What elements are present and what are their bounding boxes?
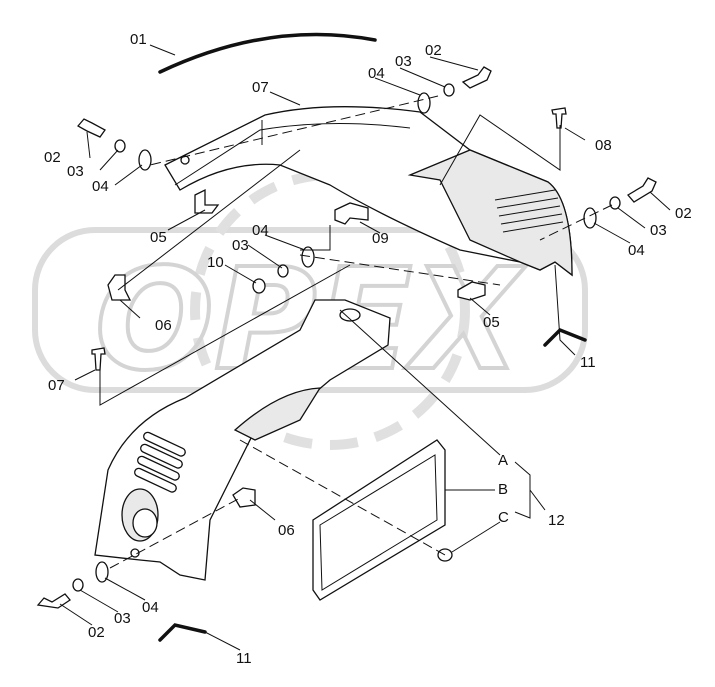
grommet-C bbox=[437, 548, 453, 562]
fastener-set-top bbox=[417, 66, 492, 114]
hose-11-right bbox=[543, 327, 587, 347]
callout-A: A bbox=[498, 452, 508, 469]
callout-02-bottom: 02 bbox=[88, 624, 105, 641]
bracket-09 bbox=[334, 202, 369, 225]
bracket-05-upper bbox=[194, 188, 220, 214]
lock-washer-03 bbox=[277, 264, 289, 278]
callout-05-upper: 05 bbox=[150, 229, 167, 246]
pin-08 bbox=[551, 107, 567, 129]
hose-11-left bbox=[158, 623, 207, 642]
callout-02-left: 02 bbox=[44, 149, 61, 166]
fastener-set-mid bbox=[252, 246, 315, 294]
callout-05-lower: 05 bbox=[483, 314, 500, 331]
callout-09: 09 bbox=[372, 230, 389, 247]
washer-04 bbox=[417, 92, 431, 114]
callout-07-top: 07 bbox=[252, 79, 269, 96]
callout-02-top: 02 bbox=[425, 42, 442, 59]
callout-03-left: 03 bbox=[67, 163, 84, 180]
callout-11-left: 11 bbox=[236, 650, 252, 667]
callout-07-lower: 07 bbox=[48, 377, 65, 394]
callout-06-lower: 06 bbox=[278, 522, 295, 539]
callout-04-mid: 04 bbox=[252, 222, 269, 239]
callout-03-top: 03 bbox=[395, 53, 412, 70]
fastener-set-left bbox=[76, 118, 152, 171]
bolt-02 bbox=[36, 593, 71, 609]
lock-washer-03 bbox=[72, 578, 84, 592]
callout-12: 12 bbox=[548, 512, 565, 529]
washer-04 bbox=[138, 149, 152, 171]
lock-washer-03 bbox=[609, 196, 621, 210]
callout-C: C bbox=[498, 509, 509, 526]
callout-06-upper: 06 bbox=[155, 317, 172, 334]
callout-03-right: 03 bbox=[650, 222, 667, 239]
bolt-02 bbox=[76, 118, 106, 138]
bolt-02 bbox=[627, 177, 657, 203]
vent-slots-upper bbox=[494, 189, 564, 233]
callout-03-bottom: 03 bbox=[114, 610, 131, 627]
callout-04-right: 04 bbox=[628, 242, 645, 259]
bracket-06-upper bbox=[107, 274, 132, 301]
nut-10 bbox=[252, 278, 266, 294]
lock-washer-03 bbox=[114, 139, 126, 153]
window-assembly-12 bbox=[312, 439, 446, 601]
callout-B: B bbox=[498, 481, 508, 498]
callout-08: 08 bbox=[595, 137, 612, 154]
lock-washer-03 bbox=[443, 83, 455, 97]
washer-04 bbox=[95, 561, 109, 583]
fastener-set-right bbox=[583, 177, 657, 229]
vent-slots-lower bbox=[134, 431, 186, 493]
callouts: 01 07 02 03 04 08 02 03 04 02 03 04 05 0… bbox=[44, 31, 692, 667]
callout-10: 10 bbox=[207, 254, 224, 271]
washer-04 bbox=[301, 246, 315, 268]
bolt-02 bbox=[461, 66, 492, 89]
callout-04-bottom: 04 bbox=[142, 599, 159, 616]
fastener-set-bottom bbox=[36, 561, 109, 609]
seal-strip-01 bbox=[158, 32, 377, 74]
callout-04-top: 04 bbox=[368, 65, 385, 82]
callout-04-left: 04 bbox=[92, 178, 109, 195]
upper-cover bbox=[164, 106, 573, 277]
lower-guard bbox=[94, 299, 391, 581]
callout-02-right: 02 bbox=[675, 205, 692, 222]
callout-11-right: 11 bbox=[580, 354, 596, 371]
callout-01: 01 bbox=[130, 31, 147, 48]
bracket-05-lower bbox=[457, 281, 486, 301]
bracket-06-lower bbox=[232, 487, 256, 508]
assembly-axes bbox=[109, 95, 613, 569]
watermark-gear-icon bbox=[190, 170, 470, 450]
callout-03-mid: 03 bbox=[232, 237, 249, 254]
leader-lines bbox=[59, 44, 671, 651]
washer-04 bbox=[583, 207, 597, 229]
